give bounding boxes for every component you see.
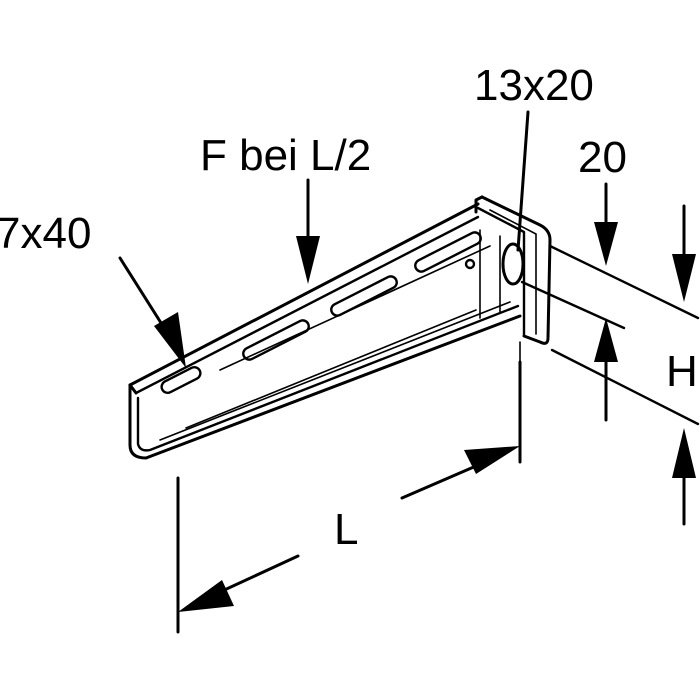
label-slot-small: 7x40 [0,209,91,258]
force-arrow [296,178,320,284]
dimension-h [672,204,696,526]
label-dim-h: H [666,347,698,396]
label-force: F bei L/2 [200,131,371,180]
label-dim-l: L [334,505,358,554]
reference-lines [519,244,700,426]
label-slot-large: 13x20 [474,61,594,110]
dimension-20 [594,182,618,422]
leader-slot-large [516,110,530,252]
bracket-body [128,195,552,460]
label-dim-20: 20 [578,133,627,182]
dimension-l [176,360,522,634]
leader-slot-small [118,256,186,368]
